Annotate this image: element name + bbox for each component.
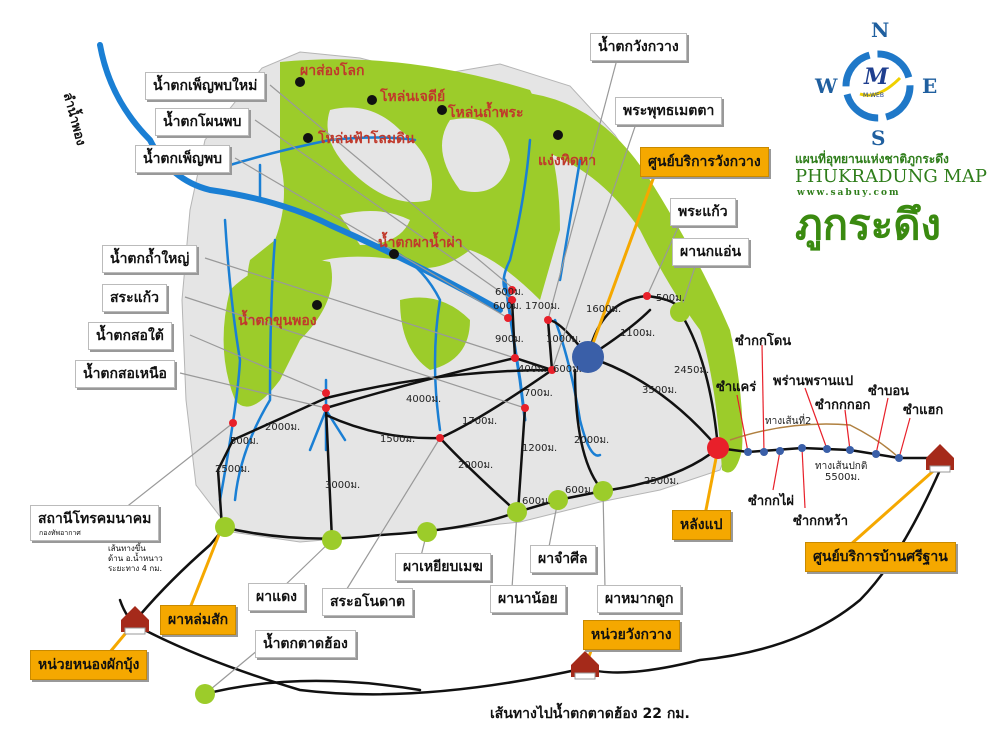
distance-label: 1000ม.	[546, 334, 582, 345]
stop-haek: ซำแฮก	[903, 403, 944, 418]
callout-pha-nok-aen[interactable]: ผานกแอ่น	[672, 238, 750, 266]
house-icons	[121, 444, 954, 680]
clearings	[327, 107, 630, 258]
nam-nao-line3: ระยะทาง 4 กม.	[108, 564, 163, 573]
callout-sa-anodat[interactable]: สระอโนดาต	[322, 588, 414, 616]
website[interactable]: www.sabuy.com	[797, 188, 901, 198]
distance-label: 4000ม.	[406, 394, 442, 405]
cliff-dots	[195, 302, 690, 704]
stop-kok-kok: ซำกกกอก	[815, 398, 871, 413]
normal-route-label: ทางเส้นปกติ	[815, 461, 868, 472]
distance-label: 900ม.	[495, 334, 524, 345]
title-english: PHUKRADUNG MAP	[795, 166, 987, 187]
callout-so-nuea[interactable]: น้ำตกสอเหนือ	[75, 360, 175, 388]
callout-phra-kaeo[interactable]: พระแก้ว	[670, 198, 736, 226]
brand-logo: M	[864, 64, 889, 90]
rest-stop-dots	[744, 444, 903, 462]
viewpoint-dots	[295, 77, 563, 310]
tad-hong-route-label: เส้นทางไปน้ำตกตาดฮ้อง 22 กม.	[490, 706, 690, 722]
distance-label: 1100ม.	[620, 328, 656, 339]
compass-north: N	[871, 18, 890, 42]
callout-sa-kaeo[interactable]: สระแก้ว	[102, 284, 167, 312]
normal-route-distance: 5500ม.	[825, 472, 861, 483]
distance-label: 400ม.	[518, 364, 547, 375]
place-khun-phong: น้ำตกขุนพอง	[238, 313, 317, 329]
distance-label: 600ม.	[553, 364, 582, 375]
distance-label: 500ม.	[656, 293, 685, 304]
facility-wang-kwang-center[interactable]: ศูนย์บริการวังกวาง	[640, 147, 769, 177]
callout-tham-yai[interactable]: น้ำตกถ้ำใหญ่	[102, 245, 198, 273]
logo-thai: ภูกระดึง	[795, 200, 942, 249]
distance-label: 600ม.	[493, 301, 522, 312]
callout-phon-phop[interactable]: น้ำตกโผนพบ	[155, 108, 250, 136]
callout-phra-phuttha-metta[interactable]: พระพุทธเมตตา	[615, 97, 723, 125]
callout-phen-phop[interactable]: น้ำตกเพ็ญพบ	[135, 145, 231, 173]
callout-phen-phop-mai[interactable]: น้ำตกเพ็ญพบใหม่	[145, 72, 266, 100]
title-thai: แผนที่อุทยานแห่งชาติภูกระดึง	[795, 152, 949, 166]
distance-label: 2000ม.	[574, 435, 610, 446]
telecom-label: สถานีโทรคมนาคม	[38, 511, 152, 527]
nam-nao-line2: ด้าน อ.น้ำหนาว	[108, 554, 163, 563]
stop-kok-wa: ซำกกหว้า	[793, 514, 849, 529]
distance-label: 600ม.	[522, 496, 551, 507]
stop-phran-phran-pae: พร่านพรานแป	[773, 374, 854, 389]
distance-label: 1600ม.	[586, 304, 622, 315]
stop-khrae: ซำแคร่	[716, 380, 757, 395]
facility-wang-kwang-unit[interactable]: หน่วยวังกวาง	[583, 620, 680, 650]
callout-tat-hong[interactable]: น้ำตกตาดฮ้อง	[255, 630, 356, 658]
brand-sub: M-WEB	[863, 92, 884, 99]
place-lon-fa-lom-din: โหล่นฟ้าโลมดิน	[318, 131, 415, 147]
place-lon-chedi: โหล่นเจดีย์	[380, 89, 446, 105]
compass-west: W	[815, 74, 838, 98]
stop-leaders	[736, 344, 911, 509]
place-ngaeng-thit-ha: แง่งทิดหา	[538, 153, 597, 169]
place-pha-song-lok: ผาส่องโลก	[300, 63, 365, 79]
place-lon-tham-phra: โหล่นถ้ำพระ	[448, 105, 524, 121]
facility-pha-lom-sak[interactable]: ผาหล่มสัก	[160, 605, 237, 635]
wang-kwang-center-marker	[572, 341, 604, 373]
lang-pae-marker	[707, 437, 729, 459]
distance-label: 500ม.	[230, 436, 259, 447]
compass-south: S	[871, 126, 886, 150]
nam-nao-line1: เส้นทางขึ้น	[108, 544, 146, 553]
distance-label: 2450ม.	[674, 365, 710, 376]
telecom-sub: กองทัพอากาศ	[39, 529, 81, 537]
distance-label: 2500ม.	[215, 464, 251, 475]
distance-label: 600ม.	[495, 287, 524, 298]
route-2-label: ทางเส้นที่2	[765, 416, 812, 427]
nam-nao-route-note: เส้นทางขึ้น ด้าน อ.น้ำหนาว ระยะทาง 4 กม.	[108, 544, 163, 574]
callout-pha-na-noi[interactable]: ผานาน้อย	[490, 585, 566, 613]
facility-si-than-center[interactable]: ศูนย์บริการบ้านศรีฐาน	[805, 542, 956, 572]
distance-label: 1200ม.	[522, 443, 558, 454]
callout-so-tai[interactable]: น้ำตกสอใต้	[88, 322, 172, 350]
place-pha-nam-pha: น้ำตกผาน้ำผ่า	[378, 235, 463, 251]
distance-label: 3500ม.	[642, 385, 678, 396]
route-2-path	[729, 423, 900, 459]
poi-dots	[229, 286, 729, 459]
callout-pha-yiap-mek[interactable]: ผาเหยียบเมฆ	[395, 553, 491, 581]
callout-telecom-station[interactable]: สถานีโทรคมนาคม กองทัพอากาศ	[30, 505, 160, 541]
distance-label: 1700ม.	[525, 301, 561, 312]
callout-pha-mak-duk[interactable]: ผาหมากดูก	[597, 585, 682, 613]
distance-label: 700ม.	[524, 388, 553, 399]
distance-label: 3000ม.	[325, 480, 361, 491]
distance-label: 600ม.	[565, 485, 594, 496]
stop-kok-don: ซำกกโดน	[735, 334, 792, 349]
stop-kok-phai: ซำกกไผ่	[748, 494, 795, 509]
leader-lines	[119, 47, 701, 695]
compass-icon	[842, 50, 914, 122]
distance-label: 1500ม.	[380, 434, 416, 445]
callout-wang-kwang-falls[interactable]: น้ำตกวังกวาง	[590, 33, 687, 61]
callout-pha-cham-sin[interactable]: ผาจำศีล	[530, 545, 596, 573]
facility-nong-phak-bung[interactable]: หน่วยหนองผักบุ้ง	[30, 650, 148, 680]
facility-lang-pae[interactable]: หลังแป	[672, 510, 731, 540]
stop-bon: ซำบอน	[868, 384, 910, 399]
distance-label: 2000ม.	[458, 460, 494, 471]
callout-pha-daeng[interactable]: ผาแดง	[248, 583, 306, 611]
compass-east: E	[922, 74, 938, 98]
distance-label: 1700ม.	[462, 416, 498, 427]
distance-label: 2500ม.	[644, 476, 680, 487]
distance-label: 2000ม.	[265, 422, 301, 433]
